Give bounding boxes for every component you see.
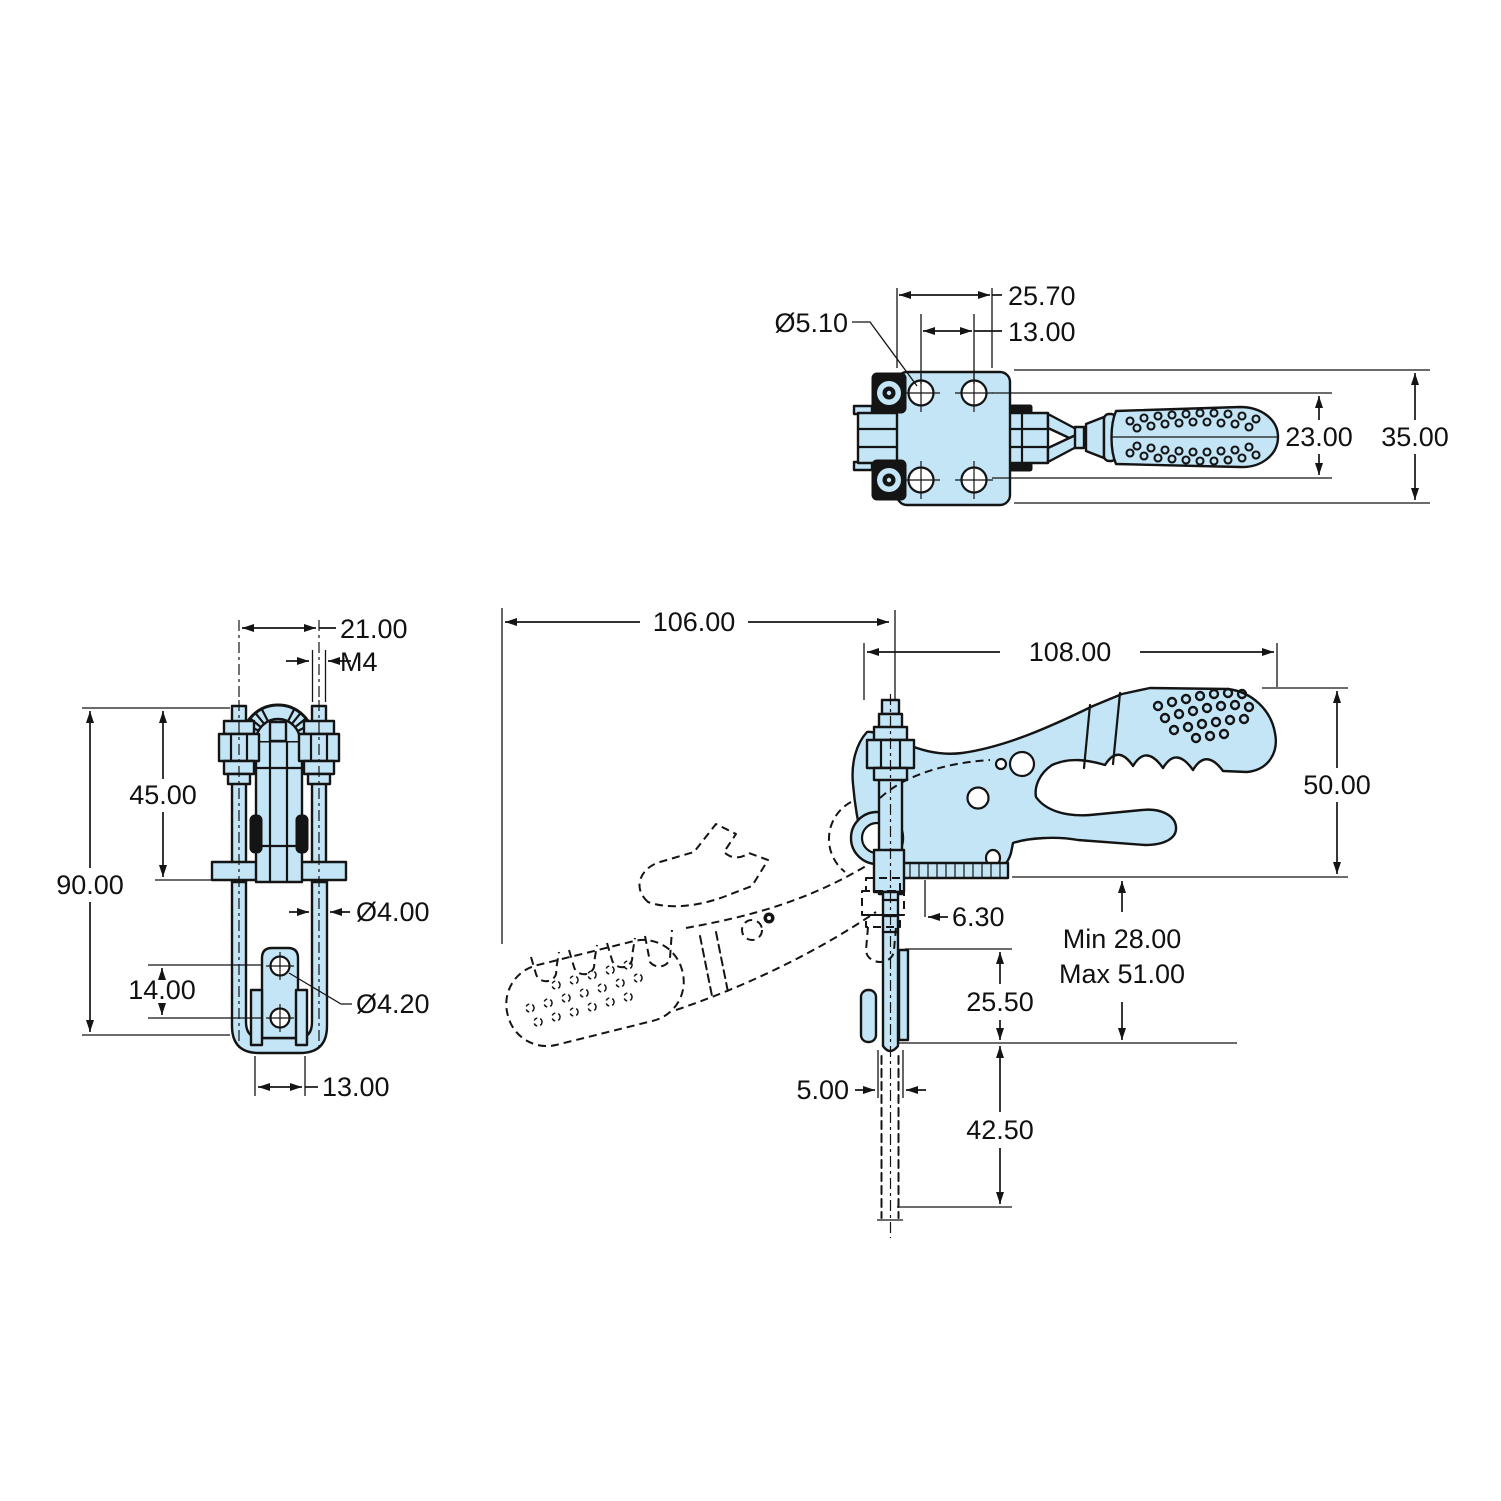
dim-thread: M4 [340, 647, 378, 677]
dim-rod-extension: 42.50 [966, 1115, 1034, 1145]
top-view: 25.70 13.00 Ø5.10 23.00 35.00 [774, 281, 1449, 507]
mounting-holes [902, 374, 993, 499]
grip-dimples-side [1152, 687, 1255, 744]
dim-hole-spacing: 14.00 [128, 975, 196, 1005]
center-plates [254, 734, 304, 884]
dim-rod-diameter: Ø4.00 [356, 897, 430, 927]
pad-left [249, 814, 263, 854]
dim-hole-spacing: 13.00 [1008, 317, 1076, 347]
pad-right [295, 814, 309, 854]
side-view: 106.00 108.00 50.00 6.30 Min 28.00 Max 5… [501, 607, 1371, 1238]
dim-base-width: 13.00 [322, 1072, 390, 1102]
dim-base-offset: 6.30 [952, 902, 1005, 932]
dim-latch-length: 25.50 [966, 987, 1034, 1017]
dim-handle-height: 23.00 [1285, 422, 1353, 452]
nut-stack-right [297, 719, 341, 786]
dim-rod-diameter: 5.00 [796, 1075, 849, 1105]
latch-assembly [859, 848, 910, 1053]
side-view-dimensions: 106.00 108.00 50.00 6.30 Min 28.00 Max 5… [501, 607, 1371, 1208]
serrated-base [900, 861, 1010, 880]
dim-closed-length: 108.00 [1029, 637, 1112, 667]
open-position-ghost [505, 759, 991, 1221]
dim-overall-height: 90.00 [56, 870, 124, 900]
dim-hole-diameter: Ø5.10 [774, 308, 848, 338]
dim-open-reach: 106.00 [653, 607, 736, 637]
dim-plate-width: 25.70 [1008, 281, 1076, 311]
dim-height: 50.00 [1303, 770, 1371, 800]
front-view: 21.00 M4 45.00 90.00 Ø4.00 14.00 Ø4.20 1… [56, 614, 429, 1102]
ghost-dimples [525, 960, 643, 1027]
handle-grip-top [1110, 405, 1280, 469]
toggle-linkage [1046, 412, 1118, 464]
dim-overall-height: 35.00 [1381, 422, 1449, 452]
front-view-dimensions: 21.00 M4 45.00 90.00 Ø4.00 14.00 Ø4.20 1… [56, 614, 429, 1102]
thread-dome [240, 703, 316, 743]
grip-dimples [1125, 408, 1261, 466]
dim-clamp-max: Max 51.00 [1059, 959, 1185, 989]
rear-nut-bottom [871, 459, 907, 501]
dim-upper-height: 45.00 [129, 780, 197, 810]
rear-nut-top [871, 372, 907, 414]
top-view-dimensions: 25.70 13.00 Ø5.10 23.00 35.00 [774, 281, 1449, 504]
dim-top-width: 21.00 [340, 614, 408, 644]
dim-clamp-min: Min 28.00 [1063, 924, 1182, 954]
dim-hole-diameter: Ø4.20 [356, 989, 430, 1019]
